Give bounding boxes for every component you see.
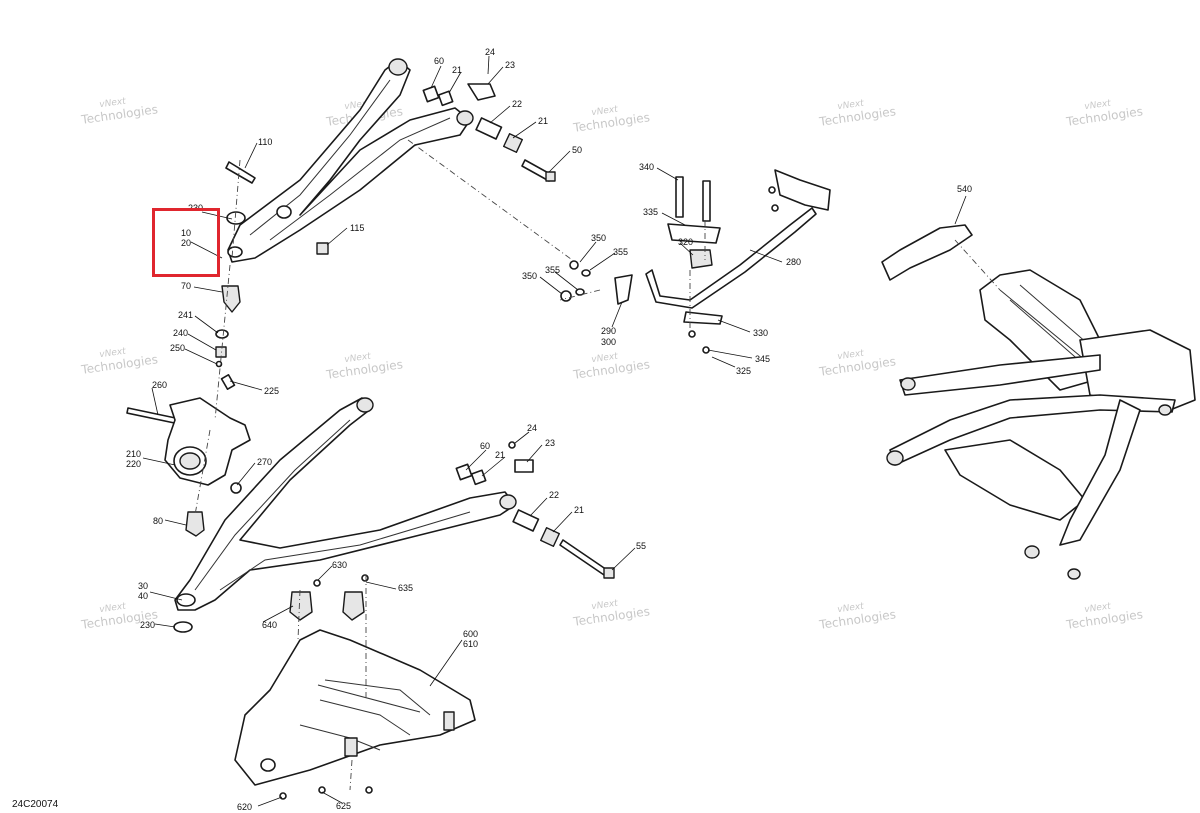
callout-40: 40 bbox=[138, 591, 148, 601]
callout-260: 260 bbox=[152, 380, 167, 390]
watermark: vNext Technologies bbox=[571, 105, 650, 135]
svg-text:vNext: vNext bbox=[1084, 602, 1112, 616]
callout-55: 55 bbox=[636, 541, 646, 551]
callout-640: 640 bbox=[262, 620, 277, 630]
skid-plate bbox=[234, 574, 476, 800]
callout-350: 350 bbox=[591, 233, 606, 243]
callouts: 60 24 21 23 22 21 50 110 230 10 20 115 7… bbox=[126, 47, 972, 812]
svg-text:vNext: vNext bbox=[591, 599, 619, 613]
callout-320: 320 bbox=[678, 237, 693, 247]
callout-110: 110 bbox=[258, 137, 272, 147]
callout-21: 21 bbox=[452, 65, 462, 75]
callout-23: 23 bbox=[545, 438, 555, 448]
watermark: vNext Technologies bbox=[324, 352, 403, 382]
sway-bar bbox=[560, 169, 831, 354]
callout-250: 250 bbox=[170, 343, 185, 353]
upper-a-arm bbox=[227, 58, 474, 263]
lower-hardware bbox=[455, 441, 615, 579]
svg-text:vNext: vNext bbox=[99, 602, 127, 616]
watermark: vNext Technologies bbox=[571, 599, 650, 629]
watermark: vNext Technologies bbox=[817, 602, 896, 632]
callout-625: 625 bbox=[336, 801, 351, 811]
lower-a-arm bbox=[174, 397, 517, 611]
svg-text:vNext: vNext bbox=[591, 352, 619, 366]
callout-635: 635 bbox=[398, 583, 413, 593]
callout-21: 21 bbox=[495, 450, 505, 460]
leader-lines bbox=[142, 55, 967, 807]
assembled-view bbox=[881, 224, 1196, 580]
watermark: vNext Technologies bbox=[817, 99, 896, 129]
callout-540: 540 bbox=[957, 184, 972, 194]
callout-22: 22 bbox=[549, 490, 559, 500]
svg-text:vNext: vNext bbox=[837, 99, 865, 113]
callout-20: 20 bbox=[181, 238, 191, 248]
knuckle-assembly bbox=[126, 285, 251, 633]
callout-230: 230 bbox=[140, 620, 155, 630]
callout-290: 290 bbox=[601, 326, 616, 336]
watermark: vNext Technologies bbox=[817, 349, 896, 379]
callout-600: 600 bbox=[463, 629, 478, 639]
callout-60: 60 bbox=[434, 56, 444, 66]
callout-620: 620 bbox=[237, 802, 252, 812]
callout-23: 23 bbox=[505, 60, 515, 70]
callout-225: 225 bbox=[264, 386, 279, 396]
svg-text:vNext: vNext bbox=[837, 349, 865, 363]
svg-text:vNext: vNext bbox=[591, 105, 619, 119]
callout-350: 350 bbox=[522, 271, 537, 281]
callout-22: 22 bbox=[512, 99, 522, 109]
callout-24: 24 bbox=[527, 423, 537, 433]
callout-21: 21 bbox=[574, 505, 584, 515]
watermark: vNext Technologies bbox=[1064, 99, 1143, 129]
callout-330: 330 bbox=[753, 328, 768, 338]
callout-355: 355 bbox=[613, 247, 628, 257]
callout-280: 280 bbox=[786, 257, 801, 267]
callout-355: 355 bbox=[545, 265, 560, 275]
callout-115: 115 bbox=[350, 223, 364, 233]
diagram-id: 24C20074 bbox=[12, 799, 59, 810]
callout-220: 220 bbox=[126, 459, 141, 469]
callout-240: 240 bbox=[173, 328, 188, 338]
callout-340: 340 bbox=[639, 162, 654, 172]
callout-21: 21 bbox=[538, 116, 548, 126]
callout-325: 325 bbox=[736, 366, 751, 376]
svg-text:vNext: vNext bbox=[344, 352, 372, 366]
callout-30: 30 bbox=[138, 581, 148, 591]
callout-300: 300 bbox=[601, 337, 616, 347]
callout-630: 630 bbox=[332, 560, 347, 570]
watermark: vNext Technologies bbox=[1064, 602, 1143, 632]
callout-80: 80 bbox=[153, 516, 163, 526]
callout-70: 70 bbox=[181, 281, 191, 291]
callout-24: 24 bbox=[485, 47, 495, 57]
callout-335: 335 bbox=[643, 207, 658, 217]
callout-210: 210 bbox=[126, 449, 141, 459]
callout-241: 241 bbox=[178, 310, 193, 320]
callout-610: 610 bbox=[463, 639, 478, 649]
callout-50: 50 bbox=[572, 145, 582, 155]
watermark: vNext Technologies bbox=[79, 97, 158, 127]
callout-270: 270 bbox=[257, 457, 272, 467]
svg-text:vNext: vNext bbox=[99, 347, 127, 361]
watermark: vNext Technologies bbox=[571, 352, 650, 382]
upper-hardware bbox=[225, 83, 556, 255]
callout-60: 60 bbox=[480, 441, 490, 451]
svg-text:vNext: vNext bbox=[1084, 99, 1112, 113]
svg-text:vNext: vNext bbox=[99, 97, 127, 111]
callout-345: 345 bbox=[755, 354, 770, 364]
highlight-box bbox=[152, 208, 220, 277]
assembly-lines bbox=[194, 139, 1001, 791]
watermark: vNext Technologies bbox=[79, 347, 158, 377]
svg-text:vNext: vNext bbox=[837, 602, 865, 616]
callout-10: 10 bbox=[181, 228, 191, 238]
